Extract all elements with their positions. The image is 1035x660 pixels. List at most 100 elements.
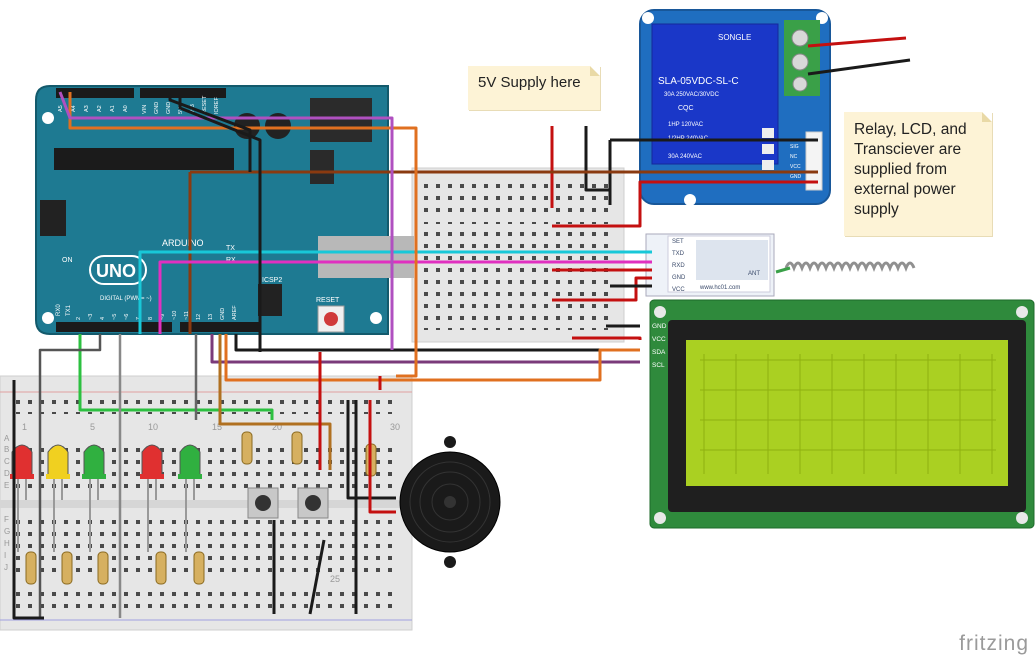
antenna-label: ANT [748, 271, 760, 277]
svg-text:GND: GND [790, 174, 802, 180]
led [178, 444, 202, 552]
usb-connector [318, 236, 414, 278]
col-num: 25 [330, 574, 340, 584]
tx-led-label: TX [226, 245, 235, 252]
pin-label: A1 [110, 105, 116, 112]
svg-text:RX0: RX0 [56, 304, 62, 316]
piezo-buzzer [399, 436, 501, 568]
pin-label: IOREF [214, 97, 220, 114]
pin-label: A2 [97, 105, 103, 112]
small-breadboard [411, 167, 625, 343]
on-led-label: ON [62, 257, 73, 264]
relay-hp1: 1HP 120VAC [668, 122, 704, 128]
relay-model: SLA-05VDC-SL-C [658, 76, 739, 87]
breadboard-column-numbers: 1 5 10 15 20 25 30 [22, 422, 400, 584]
reset-label: RESET [316, 297, 340, 304]
resistor [97, 551, 109, 585]
resistor [291, 431, 303, 465]
resistor [25, 551, 37, 585]
svg-text:RXD: RXD [672, 263, 685, 269]
col-num: 20 [272, 422, 282, 432]
svg-text:NC: NC [790, 154, 798, 160]
pin-label: A4 [71, 105, 77, 112]
col-num: 1 [22, 422, 27, 432]
fritzing-logo: fritzing [959, 632, 1029, 655]
resistors [25, 431, 377, 585]
col-num: 5 [90, 422, 95, 432]
pin-label: 13 [208, 314, 214, 320]
svg-text:D: D [4, 469, 10, 478]
icsp2-header [258, 284, 282, 316]
col-num: 30 [390, 422, 400, 432]
pin-label: 5V [178, 107, 184, 114]
svg-text:C: C [4, 457, 10, 466]
svg-text:SCL: SCL [652, 362, 665, 369]
lcd-pin-labels: GND VCC SDA SCL [652, 323, 667, 369]
pin-label: ~6 [124, 314, 130, 320]
svg-text:G: G [4, 527, 10, 536]
note-5v-supply: 5V Supply here [468, 66, 600, 110]
pin-label: GND [154, 102, 160, 114]
brand-text: ARDUINO [162, 238, 204, 248]
pin-label: GND [166, 102, 172, 114]
pin-label: VIN [142, 105, 148, 114]
col-num: 15 [212, 422, 222, 432]
note-external-power-text: Relay, LCD, and Transciever are supplied… [854, 121, 967, 218]
relay-amp: 30A 240VAC [668, 154, 703, 160]
svg-text:TX1: TX1 [66, 304, 72, 316]
pin-label: AREF [232, 305, 238, 320]
pin-label: RESET [202, 95, 208, 114]
svg-text:TXD: TXD [672, 251, 685, 257]
svg-text:SIG: SIG [790, 144, 799, 150]
power-header [140, 88, 226, 98]
resistor [61, 551, 73, 585]
push-buttons [247, 487, 329, 519]
svg-text:GND: GND [672, 275, 686, 281]
led [46, 444, 70, 552]
icsp-label: ICSP [29, 223, 36, 240]
arduino-uno-board [35, 85, 414, 335]
pin-label: A5 [58, 105, 64, 112]
pin-label: ~9 [160, 314, 166, 320]
lcd-20x4 [649, 299, 1035, 529]
pin-label: ~3 [88, 314, 94, 320]
pin-label: 4 [100, 317, 106, 320]
hc12-transceiver [645, 233, 916, 297]
pin-label: 2 [76, 317, 82, 320]
voltage-regulator [310, 150, 334, 184]
svg-text:I: I [4, 551, 6, 560]
push-button [247, 487, 279, 519]
svg-text:F: F [4, 515, 9, 524]
transceiver-url: www.hc01.com [699, 285, 740, 291]
breadboard-row-letters: A B C D E F G H I J [4, 434, 10, 572]
svg-text:J: J [4, 563, 8, 572]
led [82, 444, 106, 552]
svg-text:SET: SET [672, 239, 684, 245]
note-5v-supply-text: 5V Supply here [478, 74, 581, 91]
resistor [155, 551, 167, 585]
pin-label: A3 [84, 105, 90, 112]
svg-text:SDA: SDA [652, 349, 666, 356]
digital-header-high [180, 322, 260, 332]
svg-text:E: E [4, 481, 9, 490]
board-name: UNO [96, 261, 136, 281]
atmega-chip [54, 148, 234, 170]
transceiver-labels: SET TXD RXD GND VCC www.hc01.com ANT [672, 239, 760, 293]
pin-label: 12 [196, 314, 202, 320]
leds [10, 444, 202, 552]
pin-label: GND [220, 308, 226, 320]
svg-text:B: B [4, 445, 9, 454]
note-external-power: Relay, LCD, and Transciever are supplied… [844, 112, 992, 236]
reset-button-cap [324, 312, 338, 326]
power-jack [310, 98, 372, 142]
relay-cert: CQC [678, 105, 694, 112]
resistor [193, 551, 205, 585]
svg-text:A: A [4, 434, 10, 443]
pin-label: A0 [123, 105, 129, 112]
large-breadboard [0, 375, 413, 631]
svg-text:GND: GND [652, 323, 667, 330]
analog-header [56, 88, 134, 98]
digital-header-low [56, 322, 172, 332]
pin-label: ~5 [112, 314, 118, 320]
